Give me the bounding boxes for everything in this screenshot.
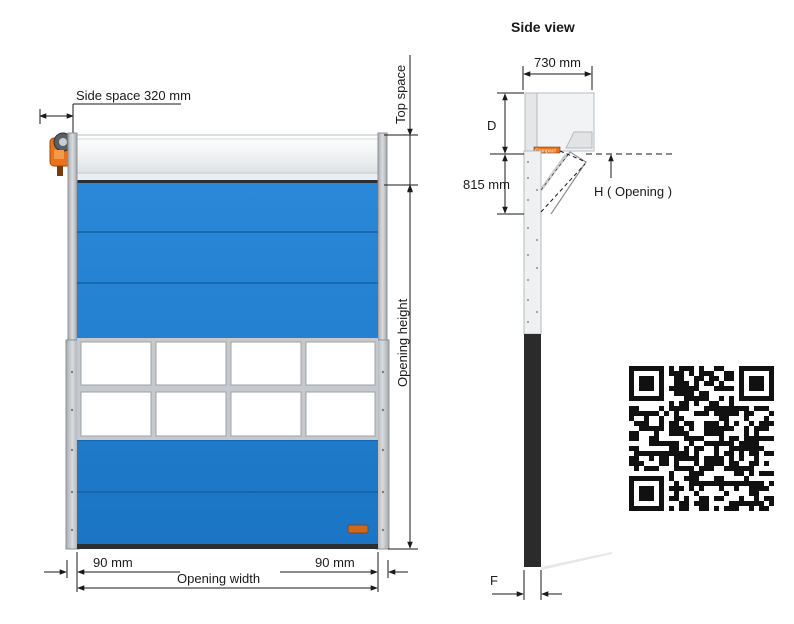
depth-label: 730 mm xyxy=(534,55,581,70)
side-view-title: Side view xyxy=(511,19,575,35)
left-frame-width-label: 90 mm xyxy=(93,555,133,570)
top-space-label: Top space xyxy=(393,65,408,124)
opening-label: ( Opening ) xyxy=(607,184,672,199)
h-label: H xyxy=(594,184,603,199)
brand-plate: Compact xyxy=(535,148,556,154)
d-label: D xyxy=(487,118,496,133)
door-curtain xyxy=(77,183,378,549)
svg-text:H ( Opening ): H ( Opening ) xyxy=(594,184,672,199)
roll-hood xyxy=(71,134,385,174)
qr-code-icon xyxy=(629,366,774,511)
side-space-label: Side space 320 mm xyxy=(76,88,191,103)
right-frame-width-label: 90 mm xyxy=(315,555,355,570)
side-post-base xyxy=(524,334,541,567)
side-post xyxy=(523,150,542,335)
front-view: Side space 320 mm xyxy=(39,55,418,592)
f-label: F xyxy=(490,573,498,588)
opening-height-label: Opening height xyxy=(395,298,410,387)
side-view: Side view 730 mm Compact D xyxy=(463,19,676,600)
drop-label: 815 mm xyxy=(463,177,510,192)
opening-width-label: Opening width xyxy=(177,571,260,586)
